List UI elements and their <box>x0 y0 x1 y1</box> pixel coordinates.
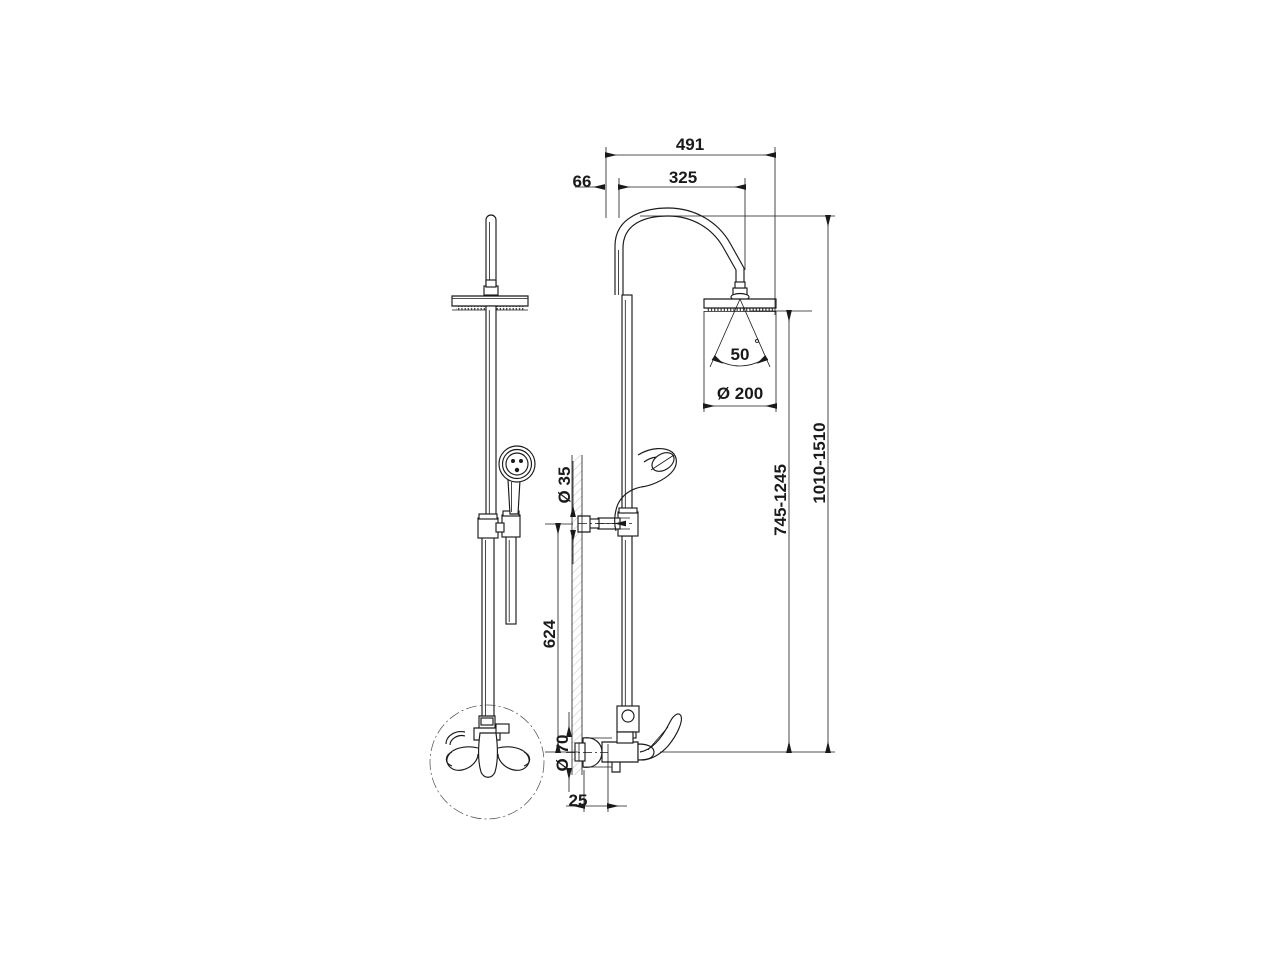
dimension-system <box>545 147 835 812</box>
dimension-labels: 491 66 325 50 ° Ø 200 Ø 35 624 Ø 70 25 7… <box>540 135 829 810</box>
wall-offset-dimension <box>566 744 627 812</box>
dimension-label-325: 325 <box>669 168 697 187</box>
vertical-dimensions <box>786 215 831 753</box>
right-riser-pipe <box>621 294 633 709</box>
right-slider-bracket <box>577 507 639 537</box>
left-front-elevation-view <box>429 214 545 820</box>
head-diameter-dimension <box>703 311 777 412</box>
spray-cone-indicator <box>709 298 771 368</box>
left-slider-bracket-assembly <box>477 510 521 539</box>
dimension-label-head-diameter: Ø 200 <box>717 384 763 403</box>
left-wall-mixer <box>429 704 545 820</box>
dimension-label-66: 66 <box>573 172 592 191</box>
dimension-label-bracket-diameter: Ø 35 <box>555 467 574 504</box>
dimension-label-hand-shower-range: 745-1245 <box>771 464 790 536</box>
slide-length-dimension <box>545 523 578 753</box>
left-hand-shower <box>498 445 536 515</box>
right-overhead-shower-head <box>703 298 777 312</box>
dimension-label-spray-angle: 50 <box>731 345 750 364</box>
right-gooseneck-arm <box>614 207 750 302</box>
left-upper-riser <box>483 214 499 296</box>
bracket-diameter-dimension <box>570 461 632 564</box>
dimension-label-mixer-diameter: Ø 70 <box>553 735 572 772</box>
right-side-elevation-view <box>571 207 777 775</box>
mixer-diameter-dimension <box>566 712 612 792</box>
dimension-label-wall-offset: 25 <box>569 791 588 810</box>
dimension-label-491: 491 <box>676 135 704 154</box>
dimension-label-slide-length: 624 <box>540 619 559 648</box>
degree-symbol-icon: ° <box>754 336 759 351</box>
dimension-label-overhead-range: 1010-1510 <box>810 422 829 503</box>
extension-lines <box>575 147 835 753</box>
